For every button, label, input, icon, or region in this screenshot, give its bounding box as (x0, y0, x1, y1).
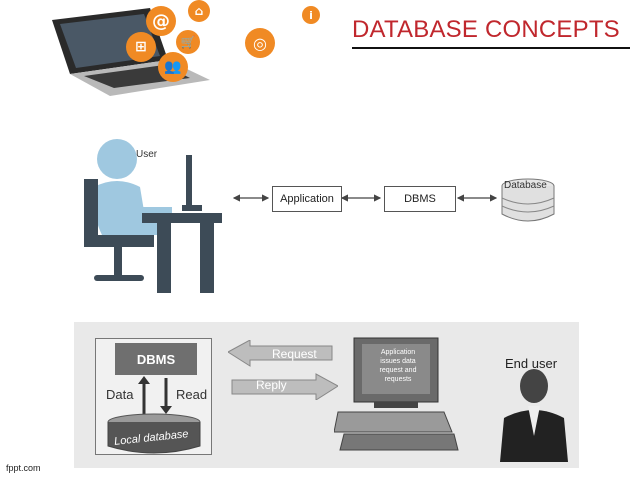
application-screen-text: Application issues data request and requ… (379, 349, 417, 383)
database-label: Database (504, 180, 547, 191)
client-computer-icon (334, 337, 459, 451)
home-icon: ⌂ (188, 0, 210, 22)
data-read-arrows (138, 376, 172, 414)
reply-label: Reply (256, 378, 287, 392)
users-icon: 👥 (158, 52, 188, 82)
local-dbms-block: DBMS (115, 343, 197, 375)
end-user-label: End user (505, 356, 558, 371)
page-title: DATABASE CONCEPTS (352, 16, 620, 43)
user-label: User (136, 149, 158, 160)
data-label: Data (106, 387, 134, 402)
info-icon: i (302, 6, 320, 24)
read-label: Read (176, 387, 208, 402)
cart-icon: 🛒 (176, 30, 200, 54)
local-database-cylinder-icon (107, 413, 201, 454)
application-box: Application (272, 186, 342, 212)
database-cylinder-icon (501, 178, 555, 222)
connector-arrows (232, 194, 498, 202)
dbms-box: DBMS (384, 186, 456, 212)
user-workstation-figure (84, 139, 222, 293)
title-underline (352, 47, 630, 49)
footer-credit: fppt.com (6, 463, 41, 473)
network-icon: ⊞ (126, 32, 156, 62)
end-user-figure (500, 369, 568, 462)
email-icon: @ (146, 6, 176, 36)
globe-icon: ◎ (245, 28, 275, 58)
request-label: Request (272, 347, 317, 361)
request-reply-arrows (228, 340, 338, 400)
